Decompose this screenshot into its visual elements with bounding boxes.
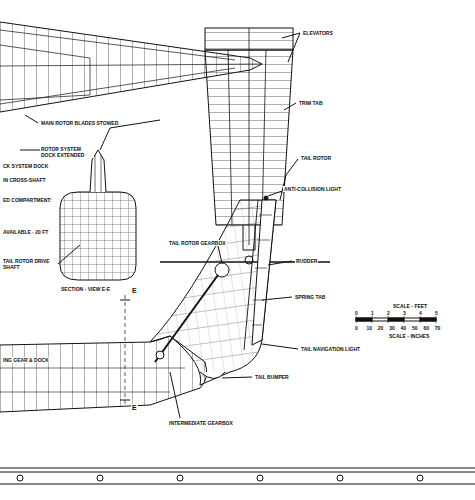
part-label: TAIL BUMPER	[254, 374, 290, 380]
part-label: TRIM TAB	[298, 100, 324, 106]
part-label: CK SYSTEM DOCK	[2, 163, 49, 169]
part-label: ED COMPARTMENT:	[2, 197, 53, 203]
scale-number: 60	[422, 325, 430, 331]
part-label: TAIL NAVIGATION LIGHT	[300, 346, 361, 352]
scale-number: 20	[377, 325, 385, 331]
part-label: RUDDER	[295, 258, 318, 264]
scale-number: 4	[418, 310, 423, 316]
scale-number: 50	[411, 325, 419, 331]
part-label: SECTION - VIEW E-E	[60, 286, 111, 292]
part-label: INTERMEDIATE GEARBOX	[168, 420, 234, 426]
scale-number: 3	[402, 310, 407, 316]
part-label: ROTOR SYSTEM DOCK EXTENDED	[40, 146, 94, 158]
part-label: ING GEAR & DOCK	[2, 357, 50, 363]
part-label: ANTI-COLLISION LIGHT	[283, 186, 342, 192]
part-label: MAIN ROTOR BLADES STOWED	[40, 120, 119, 126]
section-mark: E	[131, 404, 138, 412]
part-label: TAIL ROTOR GEARBOX	[168, 240, 227, 246]
scale-number: 2	[386, 310, 391, 316]
scale-number: 5	[434, 310, 439, 316]
part-label: AVAILABLE · 20 FT	[2, 229, 49, 235]
part-label: ELEVATORS	[302, 30, 334, 36]
scale-number: 10	[365, 325, 373, 331]
section-mark: E	[131, 287, 138, 295]
part-label: SCALE - INCHES	[388, 333, 430, 339]
part-label: TAIL ROTOR DRIVE SHAFT	[2, 258, 54, 270]
part-label: SPRING TAB	[294, 294, 326, 300]
part-label: SCALE - FEET	[392, 303, 428, 309]
scale-number: 0	[354, 325, 359, 331]
scale-number: 0	[354, 310, 359, 316]
part-label: TAIL ROTOR	[300, 155, 332, 161]
scale-number: 70	[434, 325, 442, 331]
scale-number: 40	[400, 325, 408, 331]
part-label: IN CROSS-SHAFT	[2, 177, 47, 183]
scale-number: 1	[370, 310, 375, 316]
scale-number: 30	[388, 325, 396, 331]
